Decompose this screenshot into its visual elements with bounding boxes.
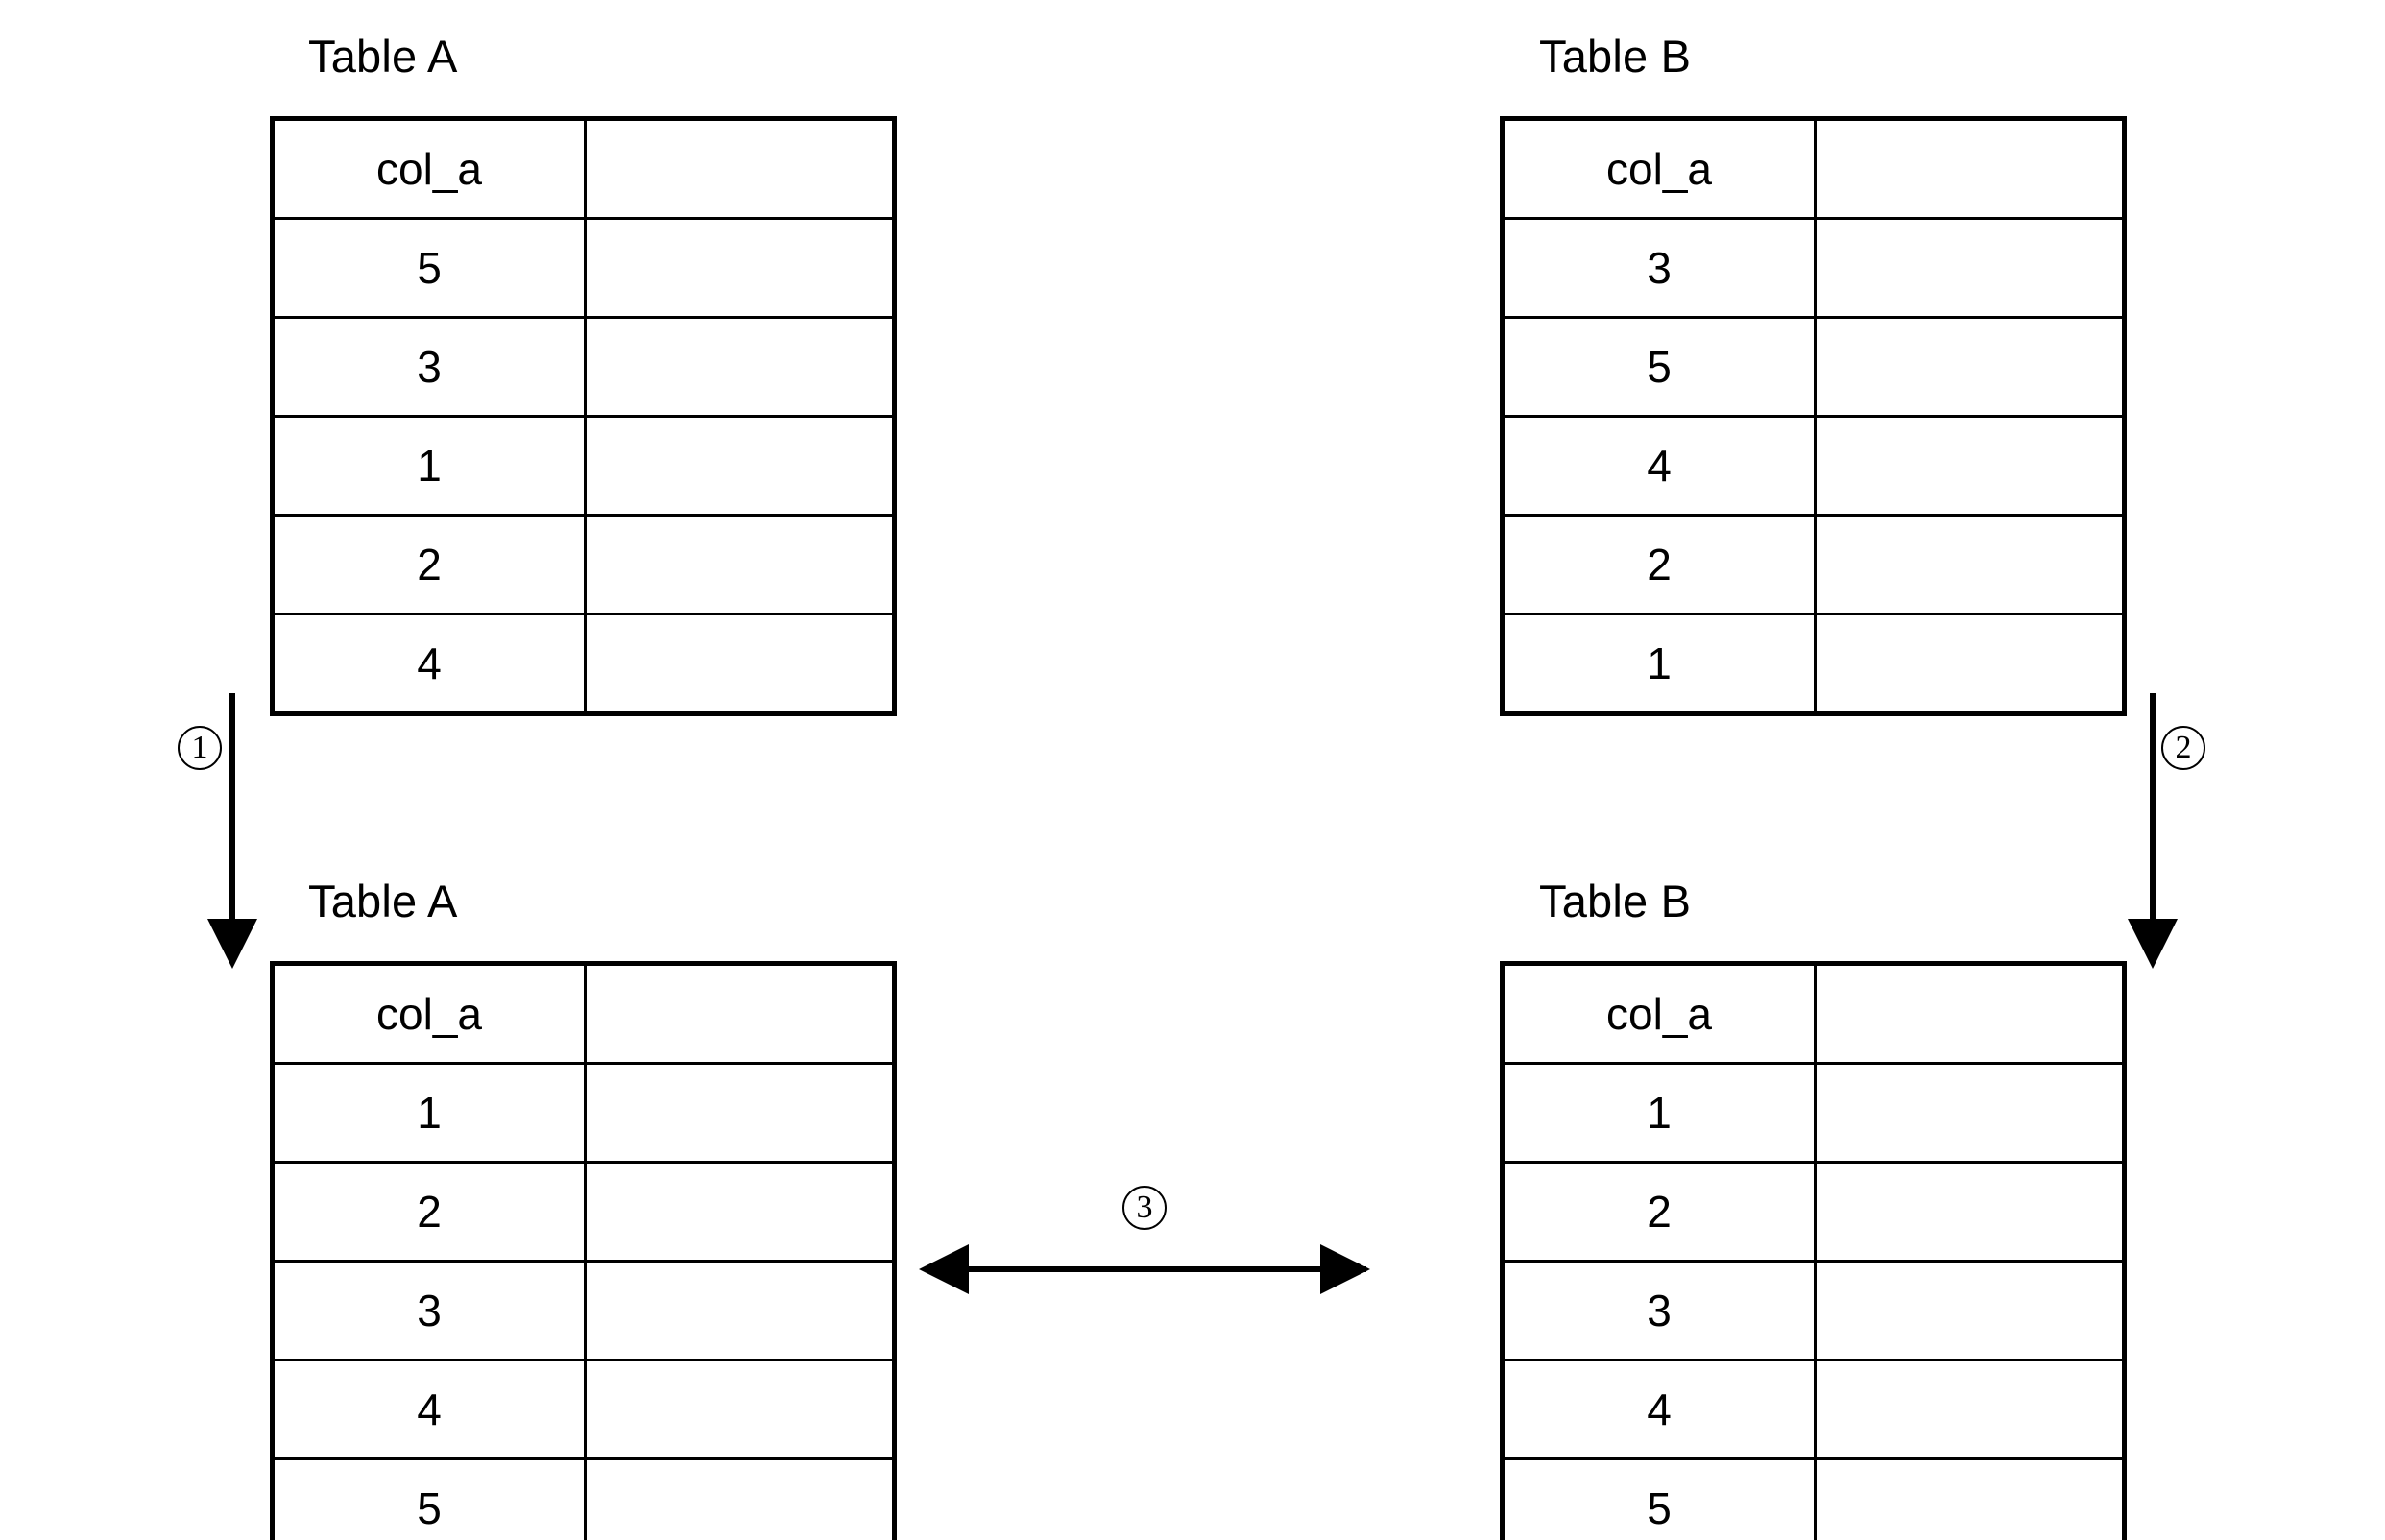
table-row: 4 (271, 1359, 896, 1460)
down-arrow-head-step-2 (2128, 919, 2178, 969)
cell-blank (584, 1161, 896, 1263)
step-marker-3: 3 (1122, 1186, 1167, 1230)
cell-col-a: 1 (271, 1062, 587, 1164)
column-header-col-a: col_a (271, 962, 587, 1065)
step-marker-2: 2 (2161, 726, 2205, 770)
cell-col-a: 1 (1501, 613, 1817, 715)
step-marker-1: 1 (178, 726, 222, 770)
cell-blank (584, 316, 896, 418)
cell-blank (584, 613, 896, 715)
table-bottom-left: col_a 1 2 3 4 (270, 961, 897, 1540)
table-row: 4 (271, 613, 896, 715)
cell-blank (1814, 217, 2126, 319)
table-row: 2 (1501, 514, 2126, 615)
table-title-top-right: Table B (1539, 31, 1692, 82)
cell-blank (584, 1359, 896, 1460)
cell-col-a: 3 (1501, 217, 1817, 319)
double-arrow-head-left-step-3 (919, 1244, 969, 1294)
cell-blank (584, 1062, 896, 1164)
cell-blank (1814, 1457, 2126, 1540)
cell-col-a: 2 (271, 514, 587, 615)
cell-blank (1814, 613, 2126, 715)
step-marker-2-label: 2 (2175, 730, 2192, 765)
table-title-bottom-right: Table B (1539, 876, 1692, 926)
cell-col-a: 5 (1501, 316, 1817, 418)
step-marker-3-label: 3 (1136, 1190, 1153, 1225)
cell-col-a: 3 (1501, 1260, 1817, 1361)
table-header-row: col_a (271, 117, 896, 220)
column-header-blank (584, 117, 896, 220)
cell-blank (584, 514, 896, 615)
table-top-left: col_a 5 3 1 2 (270, 116, 897, 716)
table-row: 3 (271, 316, 896, 418)
table-row: 1 (1501, 613, 2126, 715)
table-row: 5 (1501, 1457, 2126, 1540)
cell-col-a: 4 (1501, 1359, 1817, 1460)
table-row: 4 (1501, 1359, 2126, 1460)
table-row: 3 (271, 1260, 896, 1361)
column-header-blank (584, 962, 896, 1065)
table-title-bottom-left: Table A (308, 876, 458, 926)
double-arrow-head-right-step-3 (1320, 1244, 1370, 1294)
column-header-col-a: col_a (1501, 962, 1817, 1065)
table-row: 1 (271, 415, 896, 517)
table-header-row: col_a (1501, 117, 2126, 220)
down-arrow-head-step-1 (207, 919, 257, 969)
cell-blank (1814, 1161, 2126, 1263)
cell-blank (1814, 415, 2126, 517)
table-row: 1 (271, 1062, 896, 1164)
cell-blank (1814, 316, 2126, 418)
cell-col-a: 1 (271, 415, 587, 517)
table-row: 3 (1501, 217, 2126, 319)
table-bottom-right: col_a 1 2 3 4 (1500, 961, 2127, 1540)
column-header-blank (1814, 117, 2126, 220)
down-arrow-shaft-step-2 (2150, 693, 2156, 933)
cell-col-a: 4 (1501, 415, 1817, 517)
table-title-top-left: Table A (308, 31, 458, 82)
cell-blank (1814, 1359, 2126, 1460)
table-row: 4 (1501, 415, 2126, 517)
table-row: 5 (1501, 316, 2126, 418)
cell-col-a: 4 (271, 1359, 587, 1460)
cell-blank (1814, 514, 2126, 615)
table-row: 2 (271, 514, 896, 615)
column-header-blank (1814, 962, 2126, 1065)
table-row: 1 (1501, 1062, 2126, 1164)
cell-blank (584, 415, 896, 517)
cell-col-a: 2 (271, 1161, 587, 1263)
table-row: 3 (1501, 1260, 2126, 1361)
table-header-row: col_a (271, 962, 896, 1065)
cell-col-a: 5 (1501, 1457, 1817, 1540)
table-header-row: col_a (1501, 962, 2126, 1065)
cell-blank (584, 1260, 896, 1361)
cell-col-a: 2 (1501, 1161, 1817, 1263)
table-row: 5 (271, 217, 896, 319)
table-row: 2 (271, 1161, 896, 1263)
double-arrow-shaft-step-3 (965, 1266, 1366, 1272)
cell-col-a: 5 (271, 217, 587, 319)
column-header-col-a: col_a (271, 117, 587, 220)
column-header-col-a: col_a (1501, 117, 1817, 220)
cell-col-a: 1 (1501, 1062, 1817, 1164)
down-arrow-shaft-step-1 (229, 693, 235, 933)
cell-col-a: 3 (271, 316, 587, 418)
cell-col-a: 5 (271, 1457, 587, 1540)
table-top-right: col_a 3 5 4 2 (1500, 116, 2127, 716)
cell-col-a: 4 (271, 613, 587, 715)
cell-blank (584, 217, 896, 319)
cell-col-a: 3 (271, 1260, 587, 1361)
cell-blank (1814, 1260, 2126, 1361)
cell-blank (1814, 1062, 2126, 1164)
table-row: 5 (271, 1457, 896, 1540)
table-row: 2 (1501, 1161, 2126, 1263)
cell-blank (584, 1457, 896, 1540)
step-marker-1-label: 1 (191, 730, 208, 765)
cell-col-a: 2 (1501, 514, 1817, 615)
